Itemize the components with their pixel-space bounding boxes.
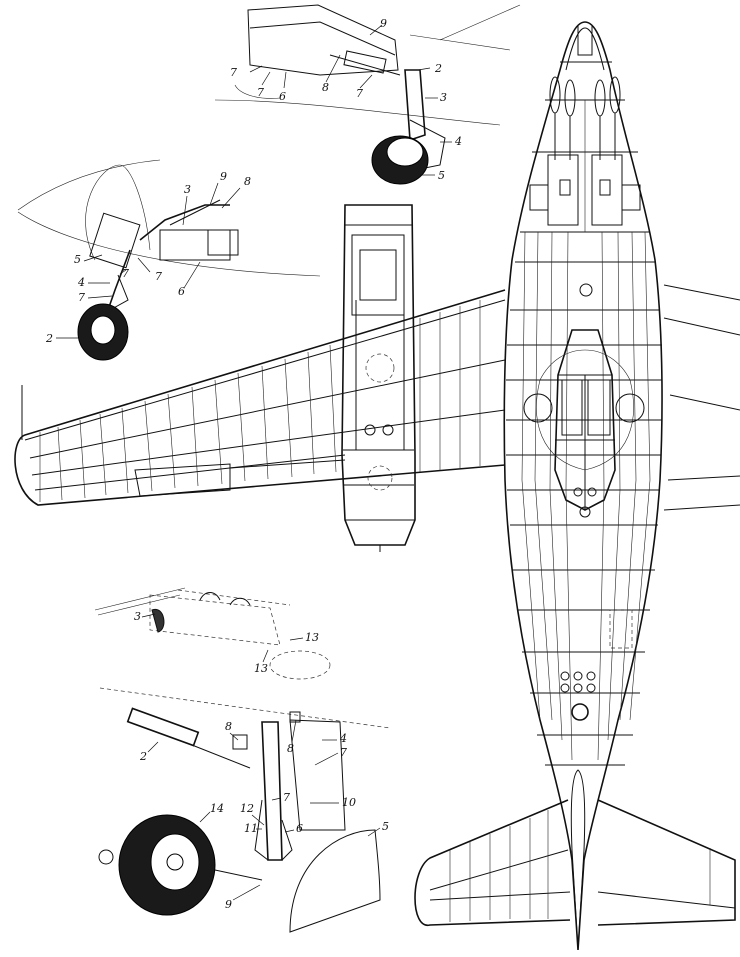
callout-label: 7 [78,291,85,304]
callout-label: 9 [380,17,387,30]
callout-label: 6 [296,822,303,835]
callout-label: 4 [77,276,85,289]
callout-label: 9 [225,898,232,911]
callout-label: 5 [438,169,445,182]
callout-label: 6 [279,90,286,103]
tailplane [414,769,736,951]
callout-label: 3 [184,183,191,196]
callout-label: 3 [440,91,447,104]
callout-label: 14 [210,802,224,815]
callout-label: 8 [244,175,251,188]
callout-label: 13 [305,631,319,644]
callout-label: 12 [240,802,254,815]
callout-label: 2 [45,332,53,345]
right-wing-stub [663,284,740,511]
callout-label: 4 [454,135,462,148]
callout-label: 3 [134,610,141,623]
callout-label: 7 [340,746,347,759]
callout-label: 8 [322,81,329,94]
callout-label: 13 [254,662,268,675]
left-wing [14,289,506,506]
callout-label: 8 [225,720,232,733]
callout-label: 7 [257,86,264,99]
callout-label: 2 [139,750,147,763]
callout-label: 9 [220,170,227,183]
callout-label: 5 [74,253,81,266]
callout-label: 11 [244,822,258,835]
callout-label: 5 [382,820,389,833]
inset-main-gear-retracted: 7 7 6 8 7 9 2 3 4 5 [214,4,521,185]
callout-label: 7 [283,791,290,804]
callout-label: 8 [287,742,294,755]
inset-nose-gear: 3 9 8 5 7 7 4 7 6 2 [17,159,321,361]
callout-label: 4 [339,732,347,745]
callout-label: 7 [230,66,237,79]
callout-label: 7 [356,87,363,100]
callout-label: 7 [122,267,129,280]
fuselage [503,21,663,951]
callout-label: 6 [178,285,185,298]
inset-main-gear-exploded: 2 8 8 4 7 7 10 12 11 6 5 14 9 [98,687,391,933]
inset-gear-bay: 3 13 13 [94,587,331,680]
nose-guns [529,76,641,226]
engine-nacelle [341,204,416,552]
callout-label: 10 [342,796,356,809]
cockpit-canopy [536,329,634,518]
callout-label: 7 [155,270,162,283]
callout-label: 2 [434,62,442,75]
